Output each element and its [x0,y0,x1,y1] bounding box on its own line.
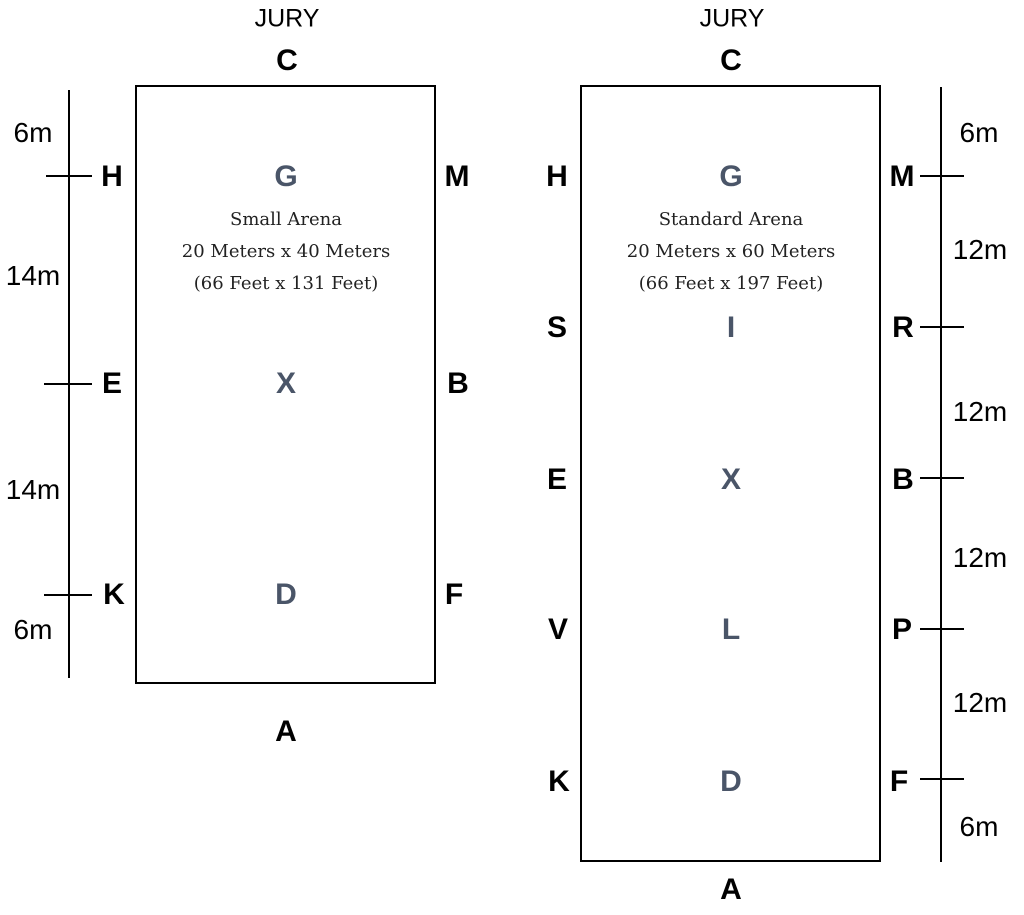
standard-letter-m: M [889,160,915,193]
standard-letter-d: D [720,765,742,798]
small-arena-title: Small Arena [230,209,342,230]
small-letter-c: C [276,44,298,77]
standard-letter-b: B [892,463,914,496]
standard-jury-label: JURY [699,4,765,33]
standard-letter-l: L [721,613,741,646]
standard-arena-imperial-size: (66 Feet x 197 Feet) [638,273,824,294]
standard-letter-g: G [719,160,743,193]
small-letter-g: G [274,160,298,193]
standard-letter-e: E [546,463,568,496]
standard-arena-outline [580,85,881,862]
standard-tick-f [920,778,964,780]
small-arena-imperial-size: (66 Feet x 131 Feet) [193,273,379,294]
small-arena-caption: Small Arena 20 Meters x 40 Meters (66 Fe… [136,204,436,300]
small-tick-h [46,175,92,177]
small-letter-f: F [444,578,464,611]
standard-arena-title: Standard Arena [658,209,804,230]
standard-distance-6: 6m [959,811,999,842]
small-letter-a: A [275,715,297,748]
small-letter-k: K [103,578,125,611]
standard-distance-2: 12m [952,234,1008,265]
standard-letter-i: I [726,311,736,344]
small-arena-outline [135,85,436,684]
small-letter-x: X [275,367,297,400]
standard-tick-m [920,175,964,177]
standard-letter-r: R [892,311,914,344]
small-tick-k [44,594,92,596]
standard-arena-metric-size: 20 Meters x 60 Meters [626,241,836,262]
small-distance-3: 14m [5,474,61,505]
small-jury-label: JURY [254,4,320,33]
small-letter-m: M [444,160,470,193]
standard-distance-5: 12m [952,687,1008,718]
small-letter-h: H [101,160,123,193]
standard-letter-x: X [720,463,742,496]
standard-tick-b [920,477,964,479]
standard-tick-p [920,628,964,630]
standard-letter-h: H [546,160,568,193]
small-letter-e: E [101,367,123,400]
standard-measure-line [940,87,942,862]
standard-letter-a: A [720,873,742,906]
standard-distance-1: 6m [959,117,999,148]
small-arena-metric-size: 20 Meters x 40 Meters [181,241,391,262]
standard-arena-caption: Standard Arena 20 Meters x 60 Meters (66… [581,204,881,300]
standard-letter-p: P [891,613,913,646]
standard-tick-r [920,326,964,328]
standard-letter-k: K [548,765,570,798]
small-letter-b: B [447,367,469,400]
small-distance-1: 6m [13,117,53,148]
small-tick-e [44,383,92,385]
standard-distance-3: 12m [952,396,1008,427]
standard-letter-s: S [546,311,568,344]
standard-letter-c: C [720,44,742,77]
standard-letter-v: V [547,613,569,646]
standard-letter-f: F [889,765,909,798]
small-letter-d: D [275,578,297,611]
small-distance-2: 14m [5,260,61,291]
standard-distance-4: 12m [952,542,1008,573]
small-distance-4: 6m [13,614,53,645]
